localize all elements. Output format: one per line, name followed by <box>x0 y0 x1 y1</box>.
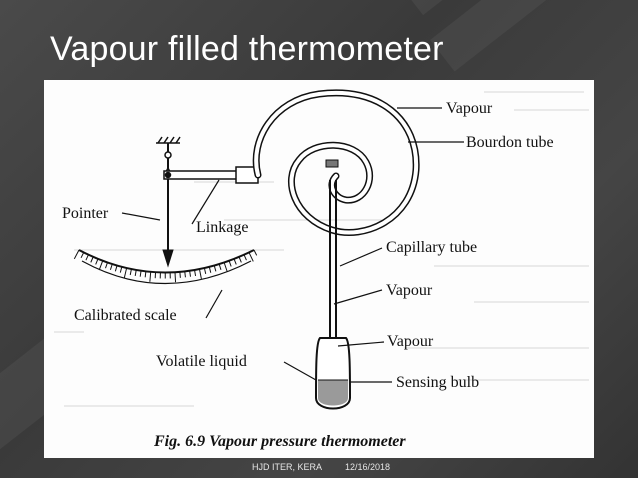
scale-tick <box>203 267 207 275</box>
scale-tick <box>253 249 258 256</box>
scale-tick <box>73 249 80 260</box>
footer-author: HJD ITER, KERA <box>252 462 323 472</box>
label-vapour-mid: Vapour <box>386 282 433 299</box>
scale-tick <box>129 268 132 276</box>
scale-tick <box>114 265 118 272</box>
background-stripe <box>430 0 638 72</box>
capillary-tube <box>329 180 337 342</box>
label-bourdon-tube: Bourdon tube <box>466 134 554 151</box>
scale-tick <box>134 269 137 276</box>
scale-tick <box>144 271 147 278</box>
scale-tick <box>105 262 108 269</box>
scale-tick <box>198 269 202 280</box>
scale-tick <box>213 265 217 272</box>
scale-tick <box>139 270 142 277</box>
linkage <box>163 166 259 184</box>
scale-tick <box>98 260 104 271</box>
scale-tick <box>95 258 99 265</box>
bourdon-tube-spiral <box>252 89 420 236</box>
label-vapour-top: Vapour <box>446 100 493 117</box>
label-linkage: Linkage <box>196 219 248 236</box>
scale-tick <box>228 260 232 267</box>
scale-tick <box>85 254 89 261</box>
scale-tick <box>248 252 254 262</box>
label-pointer: Pointer <box>62 205 109 222</box>
fixed-support <box>156 136 181 144</box>
figure-caption: Fig. 6.9 Vapour pressure thermometer <box>153 433 406 450</box>
scale-tick <box>149 271 152 282</box>
scale-tick <box>80 252 85 259</box>
faint-text-background <box>54 91 589 407</box>
slide-footer: HJD ITER, KERA 12/16/2018 <box>0 462 638 476</box>
sensing-bulb <box>314 337 352 410</box>
diagram-figure: Vapour Bourdon tube Pointer Linkage Capi… <box>44 80 594 458</box>
pointer <box>162 143 174 268</box>
scale-tick <box>109 263 113 270</box>
scale-tick <box>238 256 242 263</box>
label-volatile-liquid: Volatile liquid <box>156 353 247 370</box>
scale-tick <box>189 270 191 277</box>
scale-tick <box>194 269 197 276</box>
scale-tick <box>218 263 222 270</box>
label-vapour-low: Vapour <box>387 333 434 350</box>
scale-tick <box>223 262 228 273</box>
label-calibrated-scale: Calibrated scale <box>74 307 177 324</box>
scale-tick <box>90 256 94 263</box>
slide-title: Vapour filled thermometer <box>50 30 444 68</box>
scale-tick <box>243 254 247 261</box>
label-sensing-bulb: Sensing bulb <box>396 374 479 391</box>
footer-date: 12/16/2018 <box>345 462 391 472</box>
leader-lines <box>121 107 464 383</box>
scale-tick <box>208 266 212 273</box>
scale-tick <box>119 266 123 273</box>
scale-tick <box>123 267 128 278</box>
scale-tick <box>184 271 186 278</box>
calibrated-scale <box>73 249 258 285</box>
scale-tick <box>174 272 177 283</box>
vapour-thermometer-diagram: Vapour Bourdon tube Pointer Linkage Capi… <box>54 89 589 450</box>
label-capillary-tube: Capillary tube <box>386 239 477 256</box>
scale-tick <box>233 258 237 265</box>
scale-tick <box>179 271 181 278</box>
